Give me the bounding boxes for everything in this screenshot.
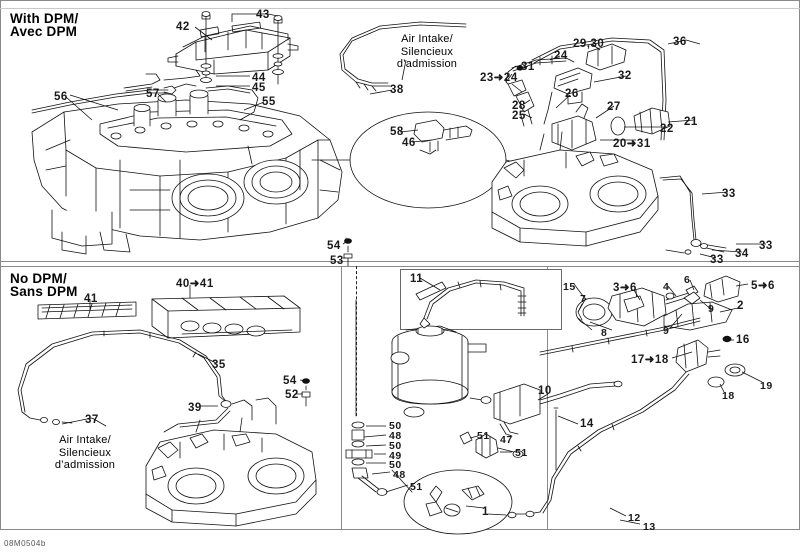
callout-27: 27	[607, 101, 621, 113]
callout-2: 2	[737, 300, 744, 312]
callout-39: 39	[188, 402, 202, 414]
callout-22: 22	[660, 123, 674, 135]
callout-53: 53	[330, 255, 344, 267]
callout-7: 7	[580, 293, 587, 305]
callout-54-lower: 54	[283, 375, 297, 387]
callout-56: 56	[54, 91, 68, 103]
callout-54-upper: 54	[327, 240, 341, 252]
callout-50-c: 50	[389, 459, 402, 471]
callout-46: 46	[402, 137, 416, 149]
divider-vertical-mid	[341, 266, 342, 529]
band-rule-upper	[0, 8, 800, 9]
callout-24-upper: 24	[554, 50, 568, 62]
callout-15: 15	[563, 281, 576, 293]
callout-35: 35	[212, 359, 226, 371]
callout-9-a: 9	[708, 303, 715, 315]
callout-31-upper: 31	[521, 61, 535, 73]
panel-title-no-dpm: No DPM/ Sans DPM	[10, 271, 78, 299]
note-air-intake-top: Air Intake/ Silencieux d’admission	[396, 33, 458, 70]
callout-3-to-6: 3➜6	[613, 282, 637, 294]
callout-21: 21	[684, 116, 698, 128]
callout-17-to-18: 17➜18	[631, 354, 669, 366]
callout-43: 43	[256, 9, 270, 21]
callout-36: 36	[673, 36, 687, 48]
callout-11: 11	[410, 273, 424, 285]
callout-19: 19	[760, 380, 773, 392]
callout-23-to-24: 23➜24	[480, 72, 518, 84]
callout-50-a: 50	[389, 420, 402, 432]
frame-left-rule	[0, 0, 1, 530]
callout-49: 49	[389, 450, 402, 462]
callout-28: 28	[512, 100, 526, 112]
document-code: 08M0504b	[4, 539, 46, 548]
divider-lower-band	[0, 266, 800, 267]
callout-51-c: 51	[515, 447, 528, 459]
callout-14: 14	[580, 418, 594, 430]
callout-25: 25	[512, 110, 526, 122]
callout-6-a: 6	[684, 274, 691, 286]
panel-section-dashed-line	[356, 266, 357, 416]
callout-13: 13	[643, 521, 656, 533]
callout-1: 1	[482, 506, 489, 518]
frame-bottom-rule	[0, 529, 800, 530]
callout-50-b: 50	[389, 440, 402, 452]
inset-box-item-11	[400, 269, 562, 330]
callout-20-to-31: 20➜31	[613, 138, 651, 150]
note-air-intake-bottom: Air Intake/ Silencieux d’admission	[54, 434, 116, 471]
callout-55: 55	[262, 96, 276, 108]
callout-42: 42	[176, 21, 190, 33]
callout-29-30: 29,30	[573, 38, 605, 50]
callout-5-to-6: 5➜6	[751, 280, 775, 292]
callout-33-c: 33	[710, 254, 724, 266]
callout-26: 26	[565, 88, 579, 100]
divider-upper-panel	[0, 261, 800, 262]
callout-51-b: 51	[477, 430, 490, 442]
callout-48-b: 48	[393, 469, 406, 481]
callout-33-a: 33	[722, 188, 736, 200]
callout-33-b: 33	[759, 240, 773, 252]
callout-4: 4	[663, 281, 670, 293]
callout-8: 8	[601, 327, 608, 339]
callout-40-to-41: 40➜41	[176, 278, 214, 290]
callout-12: 12	[628, 512, 641, 524]
callout-18: 18	[722, 390, 735, 402]
callout-16: 16	[736, 334, 750, 346]
callout-48-a: 48	[389, 430, 402, 442]
callout-57: 57	[146, 88, 160, 100]
callout-47: 47	[500, 434, 513, 446]
callout-37: 37	[85, 414, 99, 426]
callout-32: 32	[618, 70, 632, 82]
callout-45: 45	[252, 82, 266, 94]
callout-52: 52	[285, 389, 299, 401]
callout-51-a: 51	[410, 481, 423, 493]
callout-41: 41	[84, 293, 98, 305]
callout-44: 44	[252, 72, 266, 84]
callout-9-b: 9	[663, 325, 670, 337]
callout-38: 38	[390, 84, 404, 96]
panel-title-with-dpm: With DPM/ Avec DPM	[10, 11, 79, 39]
callout-34: 34	[735, 248, 749, 260]
callout-10: 10	[538, 385, 552, 397]
frame-top-rule	[0, 0, 800, 1]
